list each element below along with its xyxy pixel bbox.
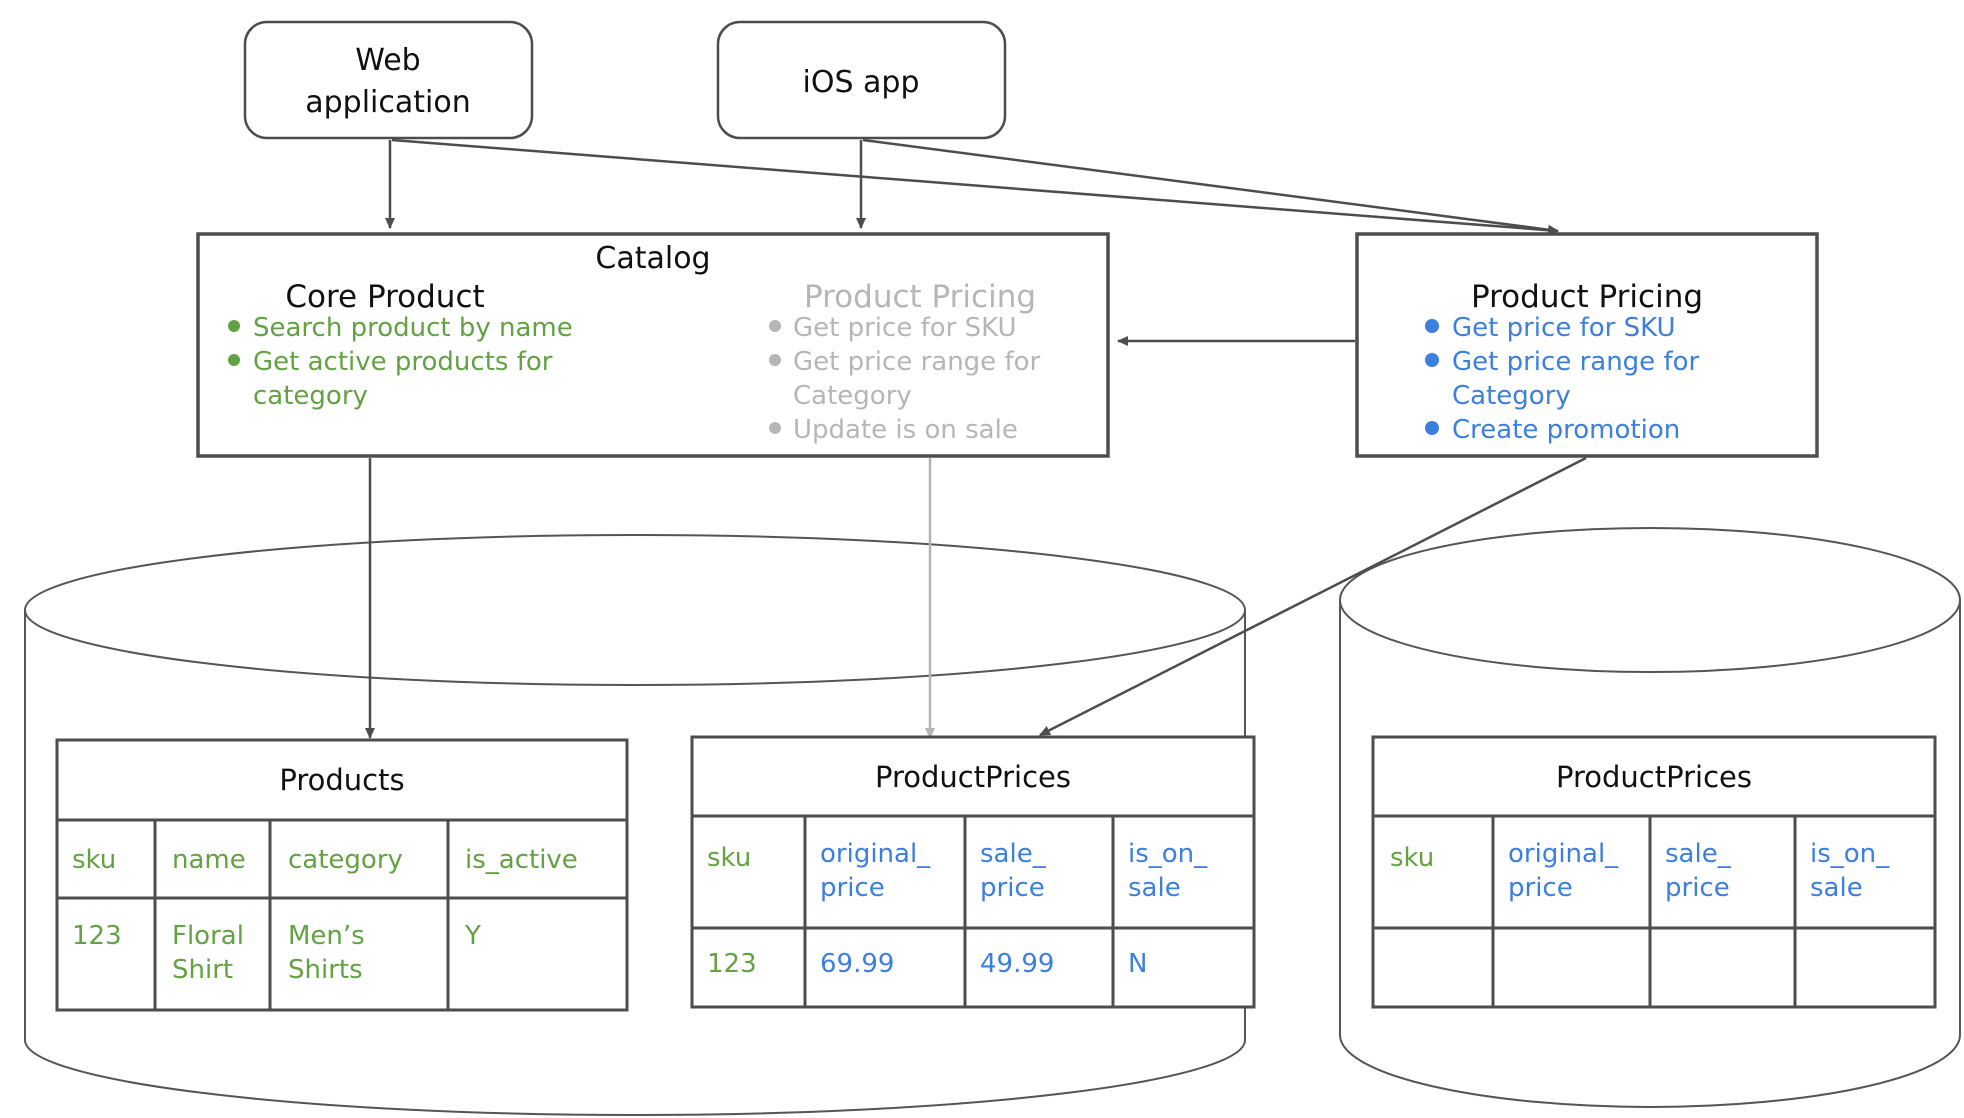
bullet-dot-icon: [769, 320, 781, 332]
productprices-pricing-column-header: sale_: [1665, 839, 1732, 869]
bullet-dot-icon: [228, 320, 240, 332]
product-pricing-service-box[interactable]: [1355, 232, 1819, 458]
productprices-catalog-column-header: price: [980, 873, 1045, 903]
bullet-dot-icon: [1425, 353, 1439, 367]
productprices-pricing-column-header: price: [1508, 873, 1573, 903]
products-column-header: name: [172, 845, 246, 875]
products-cell: Men’s: [288, 921, 365, 951]
product-pricing-legacy-title: Product Pricing: [804, 279, 1036, 315]
product-pricing-legacy-bullet-0: Get price for SKU: [793, 313, 1016, 343]
product-pricing-service-bullet-1-line1: Get price range for: [1452, 347, 1700, 377]
productprices-catalog-column-header: is_on_: [1128, 839, 1208, 869]
productprices-catalog-table-title: ProductPrices: [875, 760, 1071, 794]
productprices-catalog-cell: 123: [707, 949, 757, 979]
product-pricing-legacy-bullet-1-line2: Category: [793, 381, 912, 411]
productprices-pricing-table-outline: [1371, 735, 1937, 1009]
products-cell: Floral: [172, 921, 244, 951]
products-cell: Shirt: [172, 955, 233, 985]
productprices-catalog-cell: N: [1128, 949, 1147, 979]
products-column-header: is_active: [465, 845, 578, 875]
web-application-label-line2: application: [305, 85, 470, 120]
productprices-pricing-column-header: original_: [1508, 839, 1619, 869]
bullet-dot-icon: [769, 422, 781, 434]
product-pricing-legacy-bullet-2: Update is on sale: [793, 415, 1018, 445]
product-pricing-service-bullet-2: Create promotion: [1452, 415, 1680, 445]
productprices-catalog-cell: 69.99: [820, 949, 894, 979]
productprices-catalog-column-header: price: [820, 873, 885, 903]
products-cell: 123: [72, 921, 122, 951]
products-cell: Y: [464, 921, 481, 951]
productprices-catalog-column-header: original_: [820, 839, 931, 869]
productprices-pricing-column-header: price: [1665, 873, 1730, 903]
core-product-bullet-1-line1: Get active products for: [253, 347, 553, 377]
products-cell: Shirts: [288, 955, 363, 985]
product-pricing-legacy-bullet-1-line1: Get price range for: [793, 347, 1041, 377]
catalog-group-box[interactable]: [196, 232, 1110, 458]
product-pricing-service-title: Product Pricing: [1471, 279, 1703, 315]
arrow-web-to-pricing-service: [391, 138, 1559, 236]
core-product-title: Core Product: [285, 279, 484, 315]
products-table-outline: [55, 738, 629, 1012]
bullet-dot-icon: [1425, 319, 1439, 333]
catalog-database-cylinder: [24, 534, 1246, 1116]
product-pricing-service-bullet-1-line2: Category: [1452, 381, 1571, 411]
ios-app-box[interactable]: [716, 20, 1007, 140]
bullet-dot-icon: [769, 354, 781, 366]
products-column-header: category: [288, 845, 403, 875]
web-application-label-line1: Web: [355, 43, 420, 78]
productprices-pricing-column-header: sale: [1810, 873, 1863, 903]
bullet-dot-icon: [228, 354, 240, 366]
productprices-pricing-column-header: sku: [1390, 843, 1434, 873]
productprices-catalog-column-header: sku: [707, 843, 751, 873]
arrow-pricing-service-to-pricing-db: [1039, 456, 1587, 737]
catalog-title: Catalog: [595, 241, 710, 276]
productprices-catalog-column-header: sale: [1128, 873, 1181, 903]
pricing-database-cylinder: [1339, 527, 1961, 1108]
bullet-dot-icon: [1425, 421, 1439, 435]
core-product-bullet-1-line2: category: [253, 381, 368, 411]
productprices-catalog-table-outline: [690, 735, 1256, 1009]
productprices-catalog-column-header: sale_: [980, 839, 1047, 869]
productprices-pricing-column-header: is_on_: [1810, 839, 1890, 869]
product-pricing-service-bullet-0: Get price for SKU: [1452, 313, 1675, 343]
web-application-box[interactable]: [243, 20, 534, 140]
productprices-catalog-cell: 49.99: [980, 949, 1054, 979]
core-product-bullet-0: Search product by name: [253, 313, 573, 343]
products-column-header: sku: [72, 845, 116, 875]
productprices-pricing-table-title: ProductPrices: [1556, 760, 1752, 794]
arrow-ios-to-pricing-service: [862, 138, 1559, 235]
products-table-title: Products: [279, 763, 404, 797]
ios-app-label: iOS app: [803, 65, 920, 100]
